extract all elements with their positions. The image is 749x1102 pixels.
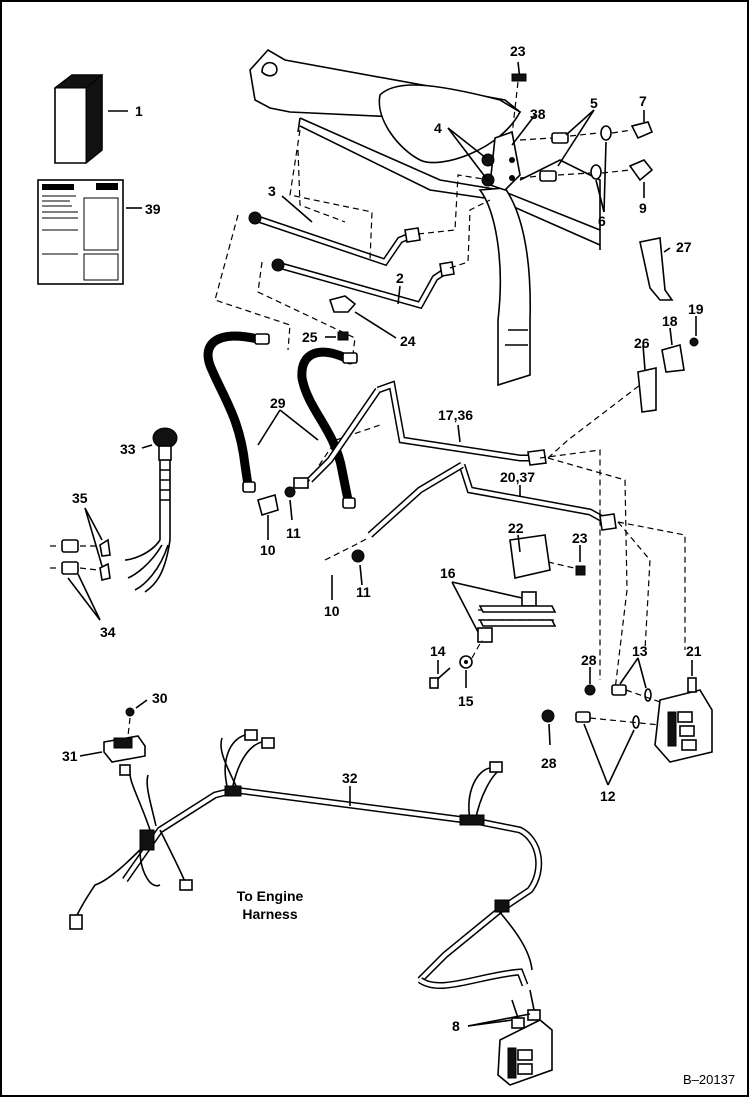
part-39-decal [37, 179, 142, 285]
callout-21: 21 [686, 643, 702, 659]
callout-29: 29 [270, 395, 286, 411]
part-20-tube [367, 461, 617, 538]
callout-4-leaders [447, 127, 487, 179]
loader-arm [249, 48, 601, 387]
callout-24: 24 [400, 333, 416, 349]
note-line-1: To Engine [237, 888, 304, 904]
callout-19: 19 [688, 301, 704, 317]
callout-2-leader [397, 285, 401, 305]
callout-28-top: 28 [581, 652, 597, 668]
part-25-nut [325, 331, 349, 341]
callout-16: 16 [440, 565, 456, 581]
note-line-2: Harness [242, 906, 297, 922]
callout-3-leader [281, 195, 313, 223]
part-3-tube [248, 211, 421, 267]
callout-23-mid: 23 [572, 530, 588, 546]
tube-dash-routing [214, 129, 491, 363]
callout-34: 34 [100, 624, 116, 640]
parts-10-11-fittings-left [257, 424, 381, 540]
callout-10-center: 10 [324, 603, 340, 619]
callout-12: 12 [600, 788, 616, 804]
callout-2: 2 [396, 270, 404, 286]
callout-38-leader [511, 114, 536, 146]
part-23-bolt-mid [547, 545, 586, 576]
callout-4: 4 [434, 120, 442, 136]
callout-11-left: 11 [286, 525, 301, 541]
part-22-bracket [509, 534, 551, 579]
part-38-bracket [481, 130, 521, 191]
callout-18: 18 [662, 313, 678, 329]
parts-34-35-connectors [50, 507, 111, 621]
callout-13: 13 [632, 643, 648, 659]
callout-39: 39 [145, 201, 161, 217]
part-1-manual [53, 73, 128, 165]
part-8-valve [467, 989, 553, 1086]
callout-5: 5 [590, 95, 598, 111]
figure-id: B–20137 [683, 1072, 735, 1087]
callout-14: 14 [430, 643, 446, 659]
callout-6: 6 [598, 213, 606, 229]
parts-12-13-28-fittings [541, 657, 661, 786]
callout-20-37: 20,37 [500, 469, 535, 485]
part-29-hoses [203, 331, 358, 509]
callout-15: 15 [458, 693, 474, 709]
callout-35: 35 [72, 490, 88, 506]
part-18-19-clamp [661, 316, 699, 373]
part-31-bracket [79, 699, 148, 763]
part-24-clamp [328, 295, 397, 339]
callout-17-36: 17,36 [438, 407, 473, 423]
callout-22: 22 [508, 520, 524, 536]
parts-14-15-bolt-washer [429, 639, 483, 689]
callout-27: 27 [676, 239, 692, 255]
callout-10-left: 10 [260, 542, 276, 558]
callout-23-top: 23 [510, 43, 526, 59]
parts-5-6-7-9-fittings [519, 109, 654, 213]
part-26-bracket [637, 344, 657, 413]
callout-1: 1 [135, 103, 143, 119]
part-32-harness [69, 729, 543, 990]
callout-31: 31 [62, 748, 78, 764]
part-27-bracket [639, 237, 674, 301]
parts-10-11-fittings-center [324, 537, 369, 600]
callout-labels: 1 2 3 4 5 6 7 8 9 10 10 11 11 12 13 14 1… [62, 43, 704, 1034]
part-21-valve [654, 660, 713, 763]
callout-30: 30 [152, 690, 168, 706]
callout-25: 25 [302, 329, 318, 345]
callout-7: 7 [639, 93, 647, 109]
part-23-bolt-top [511, 61, 527, 136]
engine-harness-note: To Engine Harness [237, 888, 304, 922]
part-33-switch [124, 427, 178, 593]
callout-8: 8 [452, 1018, 460, 1034]
callout-11-center: 11 [356, 584, 371, 600]
callout-33: 33 [120, 441, 136, 457]
part-16-clamps [451, 581, 557, 643]
callout-9: 9 [639, 200, 647, 216]
callout-38: 38 [530, 106, 546, 122]
callout-26: 26 [634, 335, 650, 351]
callout-3: 3 [268, 183, 276, 199]
part-17-tube [307, 380, 547, 483]
part-2-tube [271, 258, 455, 310]
callout-32: 32 [342, 770, 358, 786]
callout-28-bottom: 28 [541, 755, 557, 771]
